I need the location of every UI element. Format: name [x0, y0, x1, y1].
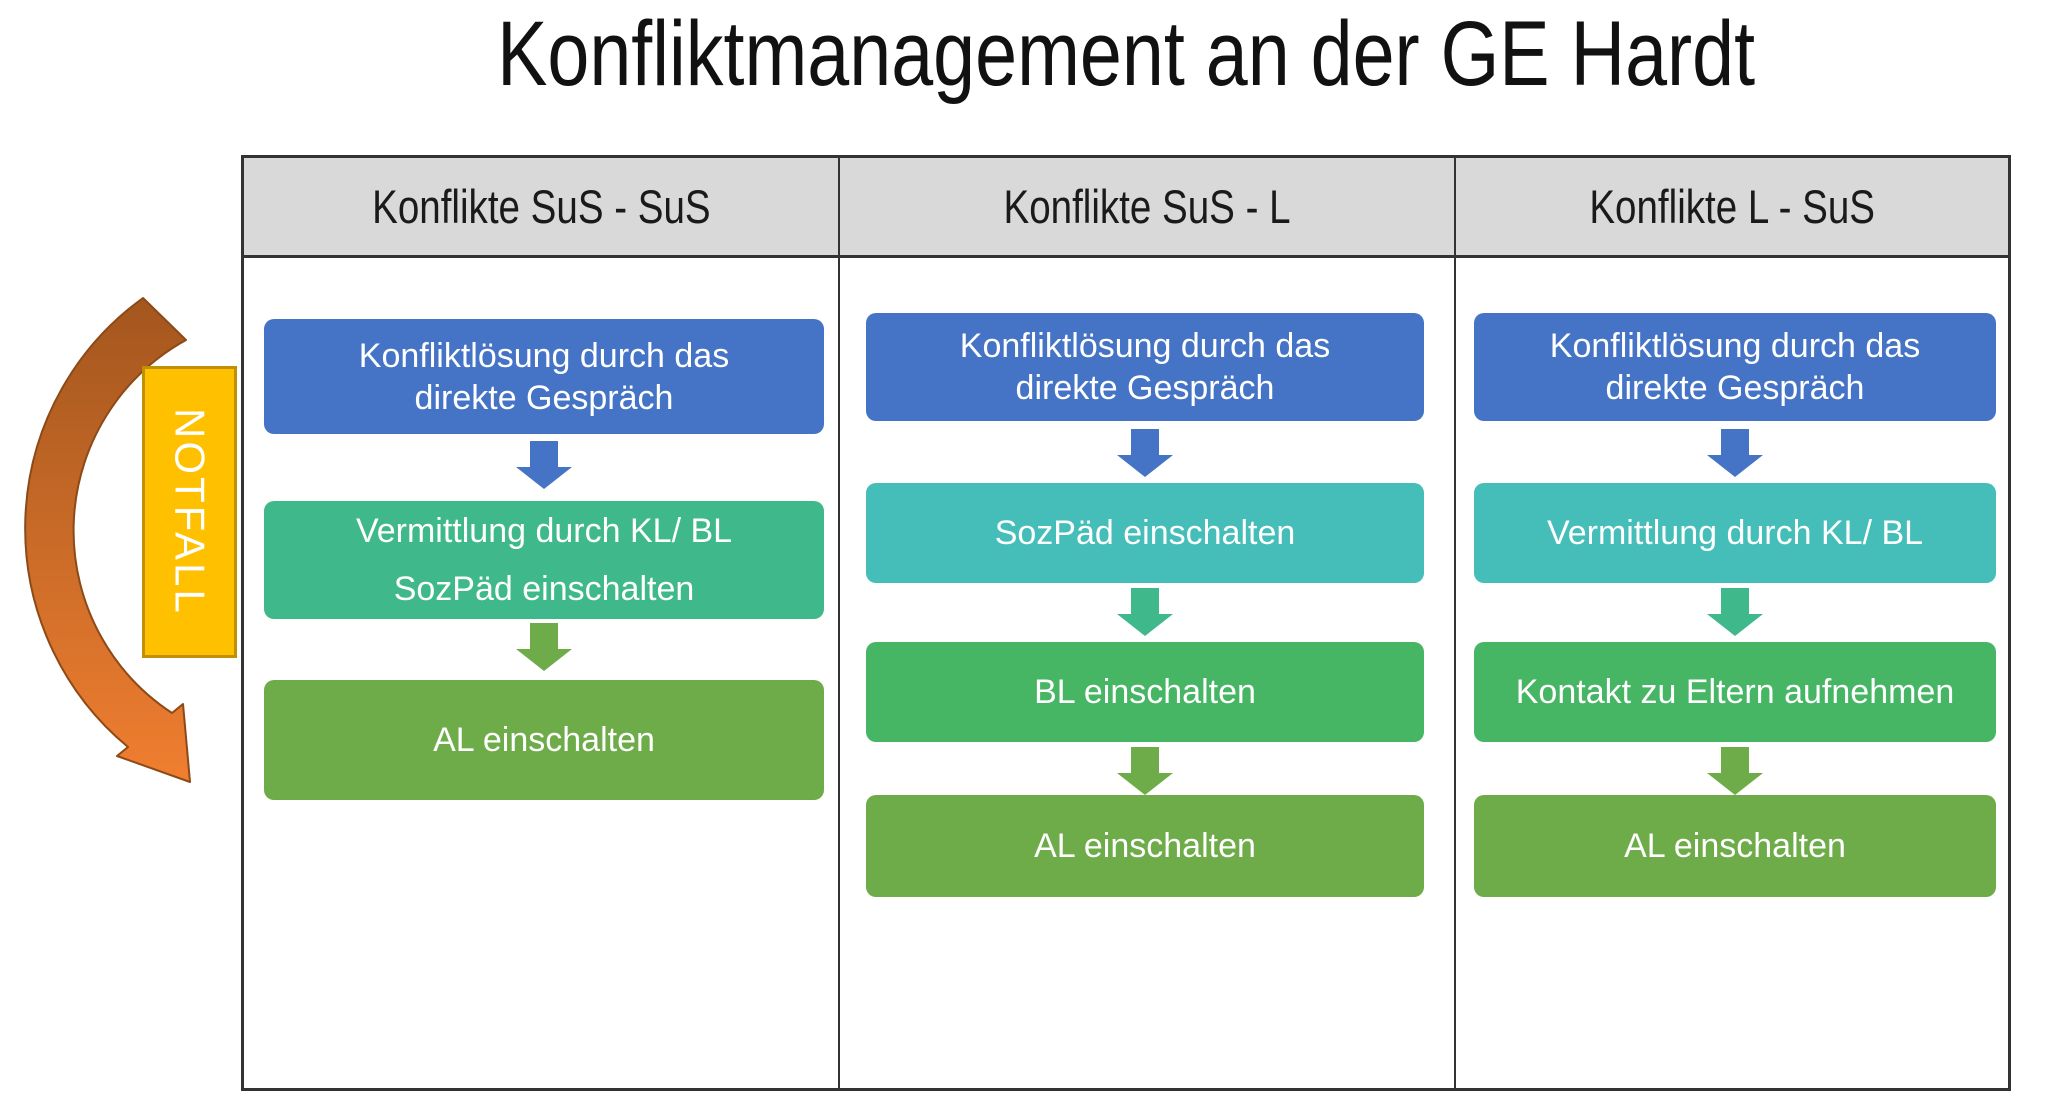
emergency-label: NOTFALL: [142, 366, 237, 658]
page-title: Konfliktmanagement an der GE Hardt: [241, 3, 2011, 105]
flow-step-mediation: Vermittlung durch KL/ BL: [1474, 483, 1996, 583]
column-header: Konflikte SuS - SuS: [244, 158, 838, 258]
emergency-label-text: NOTFALL: [166, 408, 214, 616]
flow-step-bl: BL einschalten: [866, 642, 1424, 742]
column-header-text: Konflikte L - SuS: [1589, 180, 1875, 233]
down-arrow-icon: [1117, 747, 1173, 795]
flow-step-line: Konfliktlösung durch das: [959, 327, 1331, 365]
flow-step-line: SozPäd einschalten: [393, 570, 695, 608]
flow-connector: [264, 623, 824, 671]
flow-step-line: Vermittlung durch KL/ BL: [1546, 514, 1924, 552]
flow-step-line: direkte Gespräch: [1605, 369, 1865, 407]
column-body: Konfliktlösung durch das direkte Gespräc…: [244, 261, 838, 1088]
column-l-sus: Konflikte L - SuS Konfliktlösung durch d…: [1454, 158, 2008, 1088]
flow-step-parents: Kontakt zu Eltern aufnehmen: [1474, 642, 1996, 742]
flow-step-al: AL einschalten: [264, 680, 824, 800]
page-title-text: Konfliktmanagement an der GE Hardt: [496, 3, 1755, 105]
down-arrow-icon: [1707, 429, 1763, 477]
flow-step-line: BL einschalten: [1034, 673, 1256, 711]
flow-step-sozpaed: SozPäd einschalten: [866, 483, 1424, 583]
flow-step-direct-talk: Konfliktlösung durch das direkte Gespräc…: [866, 313, 1424, 421]
column-body: Konfliktlösung durch das direkte Gespräc…: [1456, 261, 2008, 1088]
flow-step-al: AL einschalten: [1474, 795, 1996, 897]
column-sus-sus: Konflikte SuS - SuS Konfliktlösung durch…: [244, 158, 838, 1088]
flow-step-line: direkte Gespräch: [414, 378, 674, 417]
down-arrow-icon: [1707, 747, 1763, 795]
flow-connector: [866, 429, 1424, 477]
down-arrow-icon: [1117, 588, 1173, 636]
flow-step-direct-talk: Konfliktlösung durch das direkte Gespräc…: [1474, 313, 1996, 421]
flow-step-line: SozPäd einschalten: [994, 514, 1296, 552]
column-sus-l: Konflikte SuS - L Konfliktlösung durch d…: [838, 158, 1454, 1088]
flow-step-line: Konfliktlösung durch das: [1549, 327, 1921, 365]
emergency-curved-arrow-icon: [24, 297, 191, 783]
flow-connector: [264, 441, 824, 489]
down-arrow-icon: [1707, 588, 1763, 636]
flow-step-line: Kontakt zu Eltern aufnehmen: [1515, 673, 1955, 711]
flow-connector: [1474, 588, 1996, 636]
column-header-text: Konflikte SuS - SuS: [371, 180, 711, 233]
flow-step-line: direkte Gespräch: [1015, 369, 1275, 407]
flow-connector: [1474, 429, 1996, 477]
flow-step-line: Vermittlung durch KL/ BL: [355, 512, 733, 550]
flow-connector: [866, 588, 1424, 636]
flow-step-direct-talk: Konfliktlösung durch das direkte Gespräc…: [264, 319, 824, 434]
flow-connector: [1474, 747, 1996, 795]
flow-step-line: AL einschalten: [1034, 827, 1256, 865]
flow-step-line: Konfliktlösung durch das: [358, 336, 730, 375]
flow-step-line: AL einschalten: [433, 721, 655, 759]
down-arrow-icon: [516, 623, 572, 671]
down-arrow-icon: [516, 441, 572, 489]
flow-step-mediation: Vermittlung durch KL/ BL SozPäd einschal…: [264, 501, 824, 619]
column-header: Konflikte L - SuS: [1456, 158, 2008, 258]
column-header: Konflikte SuS - L: [840, 158, 1454, 258]
conflict-table: Konflikte SuS - SuS Konfliktlösung durch…: [241, 155, 2011, 1091]
flow-step-al: AL einschalten: [866, 795, 1424, 897]
column-body: Konfliktlösung durch das direkte Gespräc…: [840, 261, 1454, 1088]
flow-connector: [866, 747, 1424, 795]
flow-step-line: AL einschalten: [1624, 827, 1846, 865]
down-arrow-icon: [1117, 429, 1173, 477]
column-header-text: Konflikte SuS - L: [1003, 180, 1291, 233]
